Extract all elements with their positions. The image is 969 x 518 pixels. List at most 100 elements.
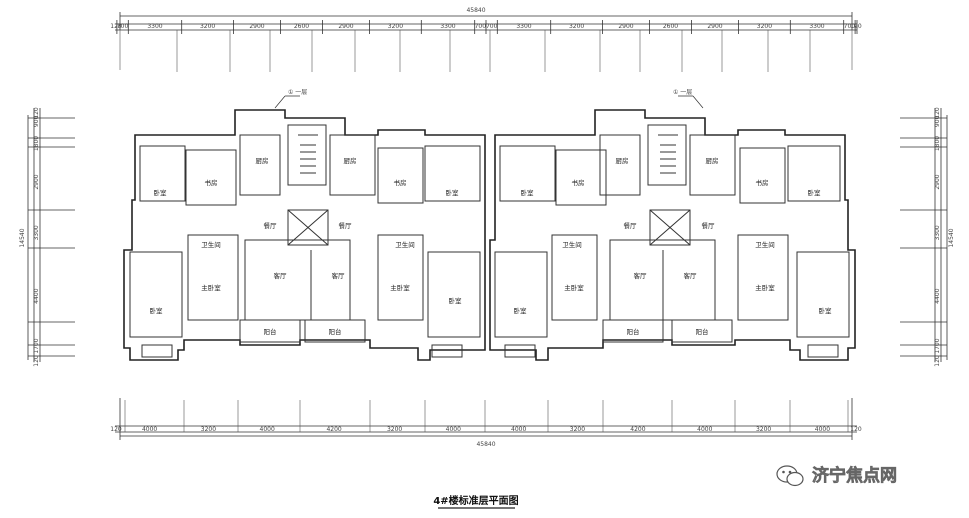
room-label-bath: 卫生间 <box>562 240 582 249</box>
stair-tag-left: ① 一层 <box>288 89 307 96</box>
watermark-wechat-icon <box>776 465 804 487</box>
room-label-bedroom: 卧室 <box>819 306 833 315</box>
bottom-dimension-12: 4000 <box>815 426 830 433</box>
room-label-bath: 卫生间 <box>201 240 221 249</box>
room-label-living: 客厅 <box>634 271 648 280</box>
room-label-living: 客厅 <box>684 271 698 280</box>
top-dimension-0: 120 <box>110 23 122 30</box>
right-dimension-2: 1800 <box>934 136 941 151</box>
top-dimension-1: 700 <box>117 23 129 30</box>
room-label-living: 客厅 <box>332 271 346 280</box>
bottom-dimension-chain <box>115 398 857 440</box>
room-label-bath: 卫生间 <box>755 240 775 249</box>
top-dimension-17: 3300 <box>809 23 824 30</box>
bottom-dimension-11: 3200 <box>756 426 771 433</box>
room-label-bedroom: 卧室 <box>514 306 528 315</box>
room-label-dining: 餐厅 <box>624 221 638 230</box>
bottom-dimension-6: 4000 <box>446 426 461 433</box>
room-label-kitchen: 厨房 <box>706 156 719 165</box>
top-dimension-6: 2900 <box>338 23 353 30</box>
left-dimension-6: 1700 <box>33 338 40 353</box>
bottom-dimension-1: 4000 <box>142 426 157 433</box>
room-label-master-bedroom: 主卧室 <box>390 283 410 292</box>
top-dimension-14: 2600 <box>663 23 678 30</box>
drawing-title: 4#楼标准层平面图 <box>433 494 518 507</box>
left-dimension-chain <box>27 108 75 362</box>
left-dimension-5: 4400 <box>33 288 40 303</box>
top-grid-extension-lines <box>119 30 853 72</box>
right-dimension-7: 120 <box>934 355 941 367</box>
bottom-dimension-9: 4200 <box>630 426 645 433</box>
top-dimension-7: 3200 <box>388 23 403 30</box>
room-label-study: 书房 <box>394 178 407 187</box>
room-label-study: 书房 <box>205 178 218 187</box>
room-label-dining: 餐厅 <box>339 221 353 230</box>
room-label-balcony: 阳台 <box>329 327 342 336</box>
top-dimension-8: 3300 <box>440 23 455 30</box>
room-label-master-bedroom: 主卧室 <box>201 283 221 292</box>
left-dimension-3: 2900 <box>33 174 40 189</box>
room-label-balcony: 阳台 <box>264 327 277 336</box>
bottom-dimension-10: 4000 <box>697 426 712 433</box>
bottom-total-dimension: 45840 <box>476 441 495 448</box>
watermark-text: 济宁焦点网 <box>812 465 897 486</box>
bottom-dimension-4: 4200 <box>326 426 341 433</box>
left-dimension-0: 120 <box>33 107 40 119</box>
left-dimension-1: 900 <box>33 115 40 127</box>
room-label-kitchen: 厨房 <box>344 156 357 165</box>
top-dimension-9: 700 <box>475 23 487 30</box>
room-label-bedroom: 卧室 <box>446 188 460 197</box>
room-label-bedroom: 卧室 <box>150 306 164 315</box>
room-label-bath: 卫生间 <box>395 240 415 249</box>
left-dimension-2: 1800 <box>33 136 40 151</box>
top-dimension-12: 3200 <box>569 23 584 30</box>
room-label-balcony: 阳台 <box>696 327 709 336</box>
top-dimension-15: 2900 <box>707 23 722 30</box>
right-dimension-6: 1700 <box>934 338 941 353</box>
top-dimension-19: 120 <box>850 23 862 30</box>
room-label-balcony: 阳台 <box>627 327 640 336</box>
left-total-dimension: 14540 <box>19 228 26 247</box>
interior-walls-left-unit <box>129 124 481 358</box>
room-label-master-bedroom: 主卧室 <box>564 283 584 292</box>
room-label-bedroom: 卧室 <box>449 296 463 305</box>
room-label-living: 客厅 <box>274 271 288 280</box>
top-dimension-4: 2900 <box>249 23 264 30</box>
right-dimension-4: 3300 <box>934 225 941 240</box>
room-label-bedroom: 卧室 <box>154 188 168 197</box>
right-dimension-0: 120 <box>934 107 941 119</box>
stair-tag-right: ① 一层 <box>673 89 692 96</box>
bottom-dimension-5: 3200 <box>387 426 402 433</box>
top-dimension-16: 3200 <box>757 23 772 30</box>
top-dimension-11: 3300 <box>516 23 531 30</box>
bottom-dimension-8: 3200 <box>570 426 585 433</box>
top-total-dimension: 45840 <box>466 7 485 14</box>
top-dimension-13: 2900 <box>618 23 633 30</box>
right-dimension-3: 2900 <box>934 174 941 189</box>
top-dimension-2: 3300 <box>147 23 162 30</box>
room-label-kitchen: 厨房 <box>256 156 269 165</box>
top-dimension-5: 2600 <box>294 23 309 30</box>
bottom-dimension-3: 4000 <box>260 426 275 433</box>
top-dimension-chain <box>115 12 858 34</box>
stair-tags <box>274 95 704 109</box>
room-label-bedroom: 卧室 <box>521 188 535 197</box>
right-dimension-5: 4400 <box>934 288 941 303</box>
room-label-dining: 餐厅 <box>702 221 716 230</box>
bottom-dimension-2: 3200 <box>201 426 216 433</box>
bottom-dimension-7: 4000 <box>511 426 526 433</box>
bottom-dimension-13: 120 <box>850 426 862 433</box>
room-label-dining: 餐厅 <box>264 221 278 230</box>
top-dimension-3: 3200 <box>200 23 215 30</box>
left-dimension-4: 3300 <box>33 225 40 240</box>
top-dimension-10: 700 <box>486 23 498 30</box>
bottom-grid-extension-lines <box>124 400 849 432</box>
room-label-bedroom: 卧室 <box>808 188 822 197</box>
room-label-master-bedroom: 主卧室 <box>755 283 775 292</box>
room-label-study: 书房 <box>756 178 769 187</box>
room-label-study: 书房 <box>572 178 585 187</box>
interior-walls-right-unit <box>494 124 850 358</box>
bottom-dimension-0: 120 <box>110 426 122 433</box>
